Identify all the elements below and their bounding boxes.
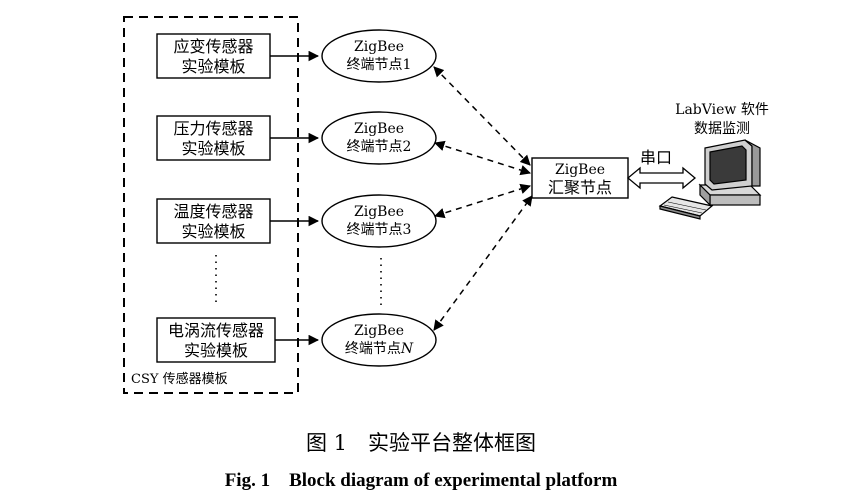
- sensor-module-eddy-current-line2: 实验模板: [184, 341, 248, 360]
- zigbee-end-node-1-line2: 终端节点1: [347, 57, 412, 73]
- sensor-module-strain-line1: 应变传感器: [173, 37, 253, 56]
- sensor-module-pressure-line1: 压力传感器: [173, 119, 253, 138]
- sensor-module-eddy-current: 电涡流传感器 实验模板: [156, 317, 276, 363]
- sensor-module-eddy-current-line1: 电涡流传感器: [168, 321, 264, 340]
- zigbee-end-node-1: ZigBee 终端节点1: [321, 29, 437, 83]
- pc-software-label-line2: 数据监测: [694, 121, 750, 137]
- link-node2-coordinator: [433, 140, 532, 176]
- sensor-module-temperature-line2: 实验模板: [181, 222, 245, 241]
- zigbee-end-node-3: ZigBee 终端节点3: [321, 194, 437, 248]
- zigbee-end-node-3-line1: ZigBee: [354, 204, 404, 220]
- link-nodeN-coordinator: [433, 195, 533, 331]
- pc-software-label-line1: LabView 软件: [675, 102, 769, 118]
- zigbee-end-node-2-line2: 终端节点2: [347, 139, 412, 155]
- csy-module-group-label: CSY 传感器模板: [131, 371, 228, 387]
- serial-port-link: [626, 166, 697, 190]
- sensor-module-temperature: 温度传感器 实验模板: [156, 198, 271, 244]
- zigbee-end-node-n-line2-main: 终端节点: [345, 341, 401, 357]
- sensor-module-strain: 应变传感器 实验模板: [156, 33, 271, 79]
- link-node3-coordinator: [433, 183, 532, 219]
- zigbee-end-node-3-line2: 终端节点3: [347, 222, 412, 238]
- link-node1-coordinator: [433, 66, 531, 166]
- zigbee-coordinator-line1: ZigBee: [555, 162, 605, 178]
- csy-module-group-frame: [123, 16, 299, 394]
- sensor-module-pressure-line2: 实验模板: [181, 139, 245, 158]
- zigbee-end-node-n-line2: 终端节点N: [345, 341, 414, 357]
- serial-port-label: 串口: [640, 148, 672, 167]
- zigbee-end-node-n-index: N: [400, 341, 414, 357]
- sensor-module-strain-line2: 实验模板: [181, 57, 245, 76]
- zigbee-end-node-n: ZigBee 终端节点N: [321, 313, 437, 367]
- figure-caption-en: Fig. 1 Block diagram of experimental pla…: [225, 470, 618, 491]
- sensor-module-temperature-line1: 温度传感器: [173, 202, 253, 221]
- zigbee-coordinator-node: ZigBee 汇聚节点: [531, 157, 629, 199]
- zigbee-end-node-2: ZigBee 终端节点2: [321, 111, 437, 165]
- zigbee-end-node-1-line1: ZigBee: [354, 39, 404, 55]
- zigbee-end-node-2-line1: ZigBee: [354, 121, 404, 137]
- desktop-computer-icon: [658, 139, 762, 220]
- sensor-module-pressure: 压力传感器 实验模板: [156, 115, 271, 161]
- zigbee-end-node-n-line1: ZigBee: [354, 323, 404, 339]
- figure-caption-cn: 图 1 实验平台整体框图: [306, 431, 536, 455]
- zigbee-coordinator-line2: 汇聚节点: [548, 178, 612, 197]
